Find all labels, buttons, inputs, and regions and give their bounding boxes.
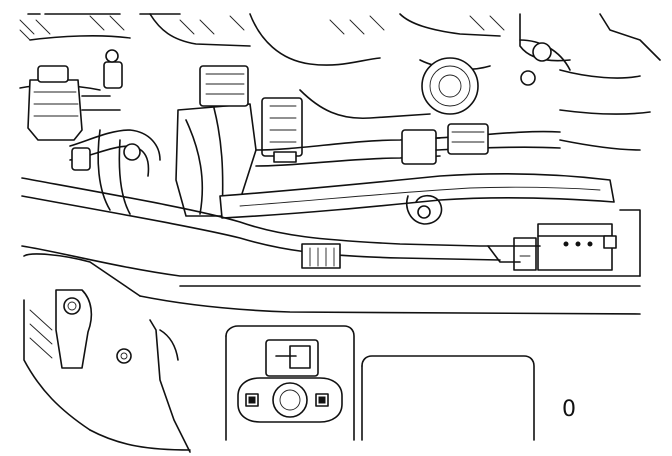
cross-member [21,177,641,287]
air-intake-duct [175,65,303,217]
diagram-marker: 0 [562,397,576,422]
engine-bay-background [19,13,661,151]
coolant-hoses [69,123,615,225]
fluid-reservoir [27,49,123,141]
license-plate-recess [361,355,535,441]
sensor-unit [225,325,355,441]
front-fascia [23,253,641,453]
relay-block [513,223,617,271]
